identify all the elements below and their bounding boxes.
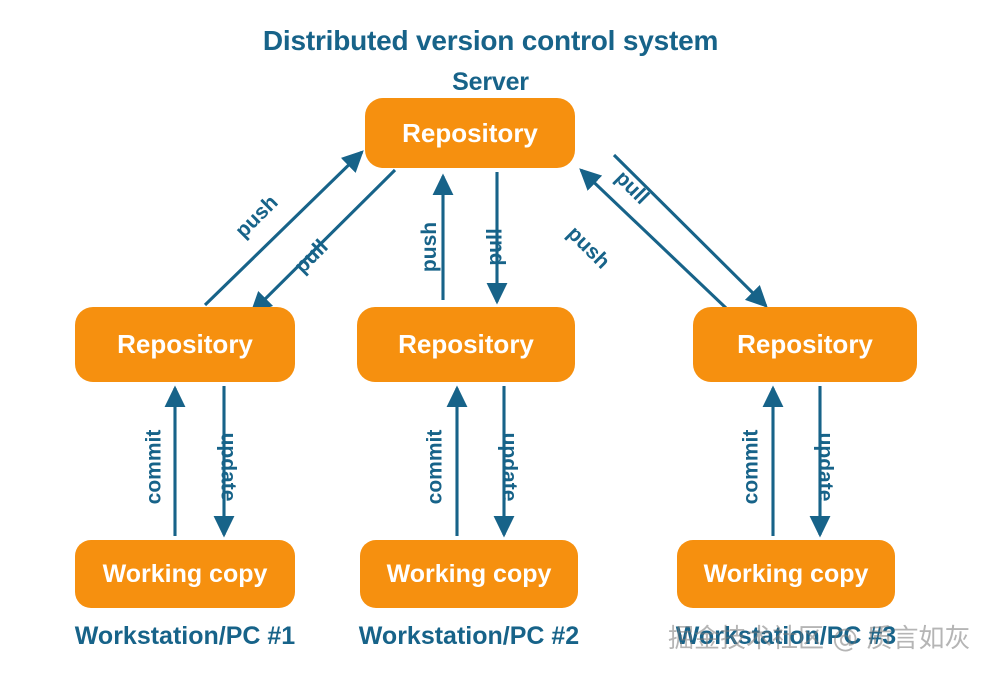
station-label-1: Workstation/PC #1 [74, 622, 296, 650]
edge-label-update-1: update [216, 432, 240, 502]
node-label: Repository [398, 329, 534, 359]
node-label: Repository [117, 329, 253, 359]
arrow-push-col3 [579, 168, 728, 310]
edge-label-update-2: update [497, 432, 521, 502]
edge-label-update-3: update [813, 432, 837, 502]
node-repository-3[interactable]: Repository [693, 307, 917, 382]
node-label: Working copy [386, 559, 552, 588]
page-title: Distributed version control system [262, 25, 719, 56]
edge-label-push-2: push [418, 221, 442, 273]
node-working-copy-2[interactable]: Working copy [360, 540, 578, 608]
server-group-label: Server [452, 68, 529, 96]
edge-label-commit-1: commit [142, 429, 166, 505]
station-label-3: Workstation/PC #3 [675, 622, 897, 650]
node-server-repository[interactable]: Repository [365, 98, 575, 168]
arrow-pull-col1 [250, 168, 397, 314]
node-label: Working copy [102, 559, 268, 588]
node-label: Repository [402, 117, 538, 148]
node-working-copy-3[interactable]: Working copy [677, 540, 895, 608]
station-label-2: Workstation/PC #2 [358, 622, 580, 650]
edge-label-pull-2: pull [483, 228, 507, 266]
edge-label-pull-3: pull [610, 166, 654, 209]
edge-label-commit-2: commit [423, 429, 447, 505]
arrow-push-col1 [203, 150, 364, 307]
edge-label-push-1: push [230, 190, 283, 243]
watermark: 掘金技术社区 @ 质言如灰 [668, 624, 971, 654]
node-label: Working copy [703, 559, 869, 588]
node-working-copy-1[interactable]: Working copy [75, 540, 295, 608]
node-repository-1[interactable]: Repository [75, 307, 295, 382]
node-label: Repository [737, 329, 873, 359]
edge-label-push-3: push [562, 221, 615, 274]
node-repository-2[interactable]: Repository [357, 307, 575, 382]
edge-label-commit-3: commit [739, 429, 763, 505]
edge-label-pull-1: pull [289, 235, 333, 278]
